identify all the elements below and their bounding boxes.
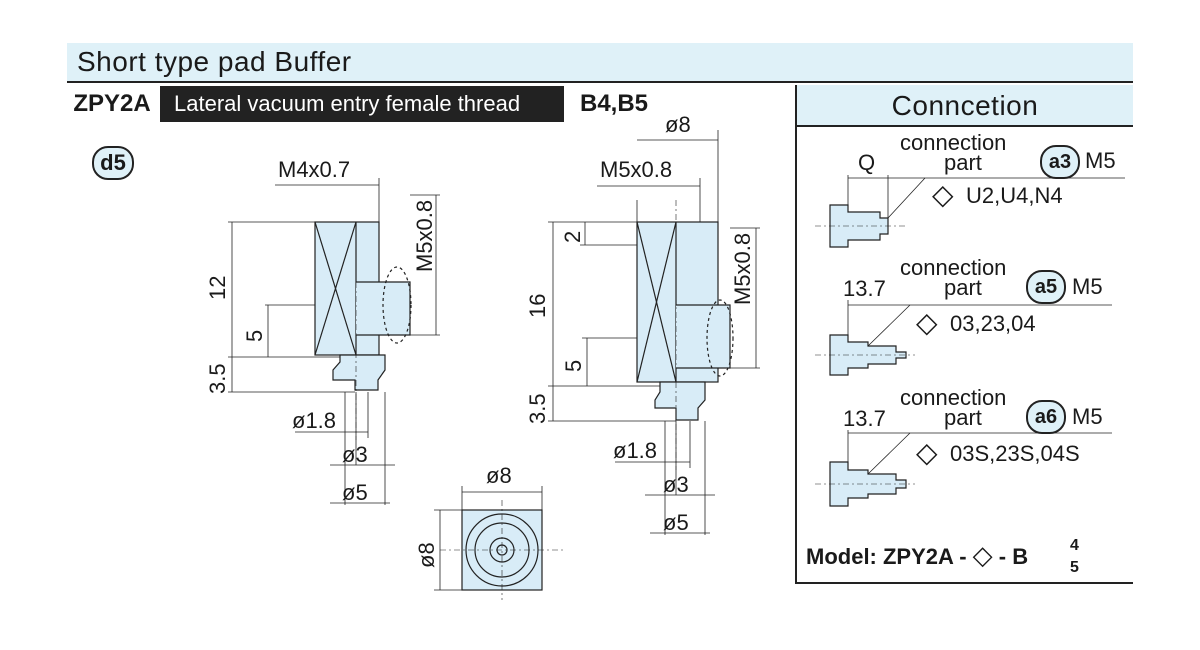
left-thread-side: M5x0.8 (412, 199, 437, 272)
model-mid: - B (998, 544, 1029, 569)
right-dia-outer: ø5 (663, 510, 689, 535)
right-dim-top: 2 (560, 230, 585, 243)
conn2-dim: 13.7 (843, 276, 886, 301)
right-dia-top: ø8 (665, 112, 691, 137)
conn2-badge: a5 (1026, 270, 1066, 304)
title-bar: Short type pad Buffer (67, 43, 1133, 83)
conn1-badge: a3 (1040, 145, 1080, 179)
left-dim-base: 3.5 (205, 363, 230, 394)
badge-d5: d5 (92, 146, 134, 180)
conn1-codes: U2,U4,N4 (966, 183, 1063, 208)
right-thread-top: M5x0.8 (600, 157, 673, 182)
right-dia-inner: ø3 (663, 472, 689, 497)
diamond-icon: ◇ (932, 179, 954, 210)
variant-code: B4,B5 (580, 90, 649, 117)
right-dim-base: 3.5 (525, 393, 550, 424)
left-pad-drawing (228, 178, 440, 505)
conn3-dim: 13.7 (843, 406, 886, 431)
connection-a5-drawing (815, 300, 1112, 376)
description-label: Lateral vacuum entry female thread (160, 86, 564, 122)
conn2-thread: M5 (1072, 274, 1103, 299)
conn3-thread: M5 (1072, 404, 1103, 429)
conn1-label-line1: connection (900, 130, 1007, 155)
diamond-icon: ◇ (916, 437, 938, 468)
diamond-icon: ◇ (972, 540, 993, 570)
bottom-dia-height: ø8 (414, 542, 439, 568)
conn2-label-line1: connection (900, 255, 1007, 280)
conn3-label-line2: part (944, 405, 982, 430)
left-dia-outer: ø5 (342, 480, 368, 505)
left-dia-tip: ø1.8 (292, 408, 337, 433)
connection-title: Conncetion (797, 85, 1133, 127)
bottom-dia-width: ø8 (486, 463, 512, 488)
left-thread-top: M4x0.7 (278, 157, 351, 182)
left-dim-height: 12 (205, 275, 230, 300)
conn3-codes: 03S,23S,04S (950, 441, 1080, 466)
connection-a6-drawing (815, 430, 1112, 507)
model-code: ZPY2A (73, 90, 151, 117)
connection-panel: Conncetion (795, 85, 1133, 583)
right-dim-port: 5 (561, 359, 586, 372)
right-dim-height: 16 (525, 293, 550, 318)
conn1-thread: M5 (1085, 148, 1116, 173)
model-sub: 5 (1070, 559, 1079, 576)
right-pad-drawing (548, 130, 760, 535)
model-formula: Model: ZPY2A - ◇ - B (806, 540, 1028, 571)
left-dia-inner: ø3 (342, 442, 368, 467)
model-sup: 4 (1070, 537, 1079, 554)
left-dim-port: 5 (242, 329, 267, 342)
conn3-badge: a6 (1026, 400, 1066, 434)
connection-a3-drawing (815, 175, 1125, 248)
conn2-codes: 03,23,04 (950, 311, 1036, 336)
conn3-label-line1: connection (900, 385, 1007, 410)
page-title: Short type pad Buffer (77, 46, 352, 77)
conn1-label-line2: part (944, 150, 982, 175)
connection-panel-bottom-border (795, 582, 1133, 584)
conn1-dim: Q (858, 150, 876, 175)
bottom-view-drawing (434, 486, 565, 600)
model-prefix: Model: ZPY2A - (806, 544, 967, 569)
right-dia-tip: ø1.8 (613, 438, 658, 463)
diamond-icon: ◇ (916, 307, 938, 338)
right-thread-side: M5x0.8 (730, 232, 755, 305)
conn2-label-line2: part (944, 275, 982, 300)
